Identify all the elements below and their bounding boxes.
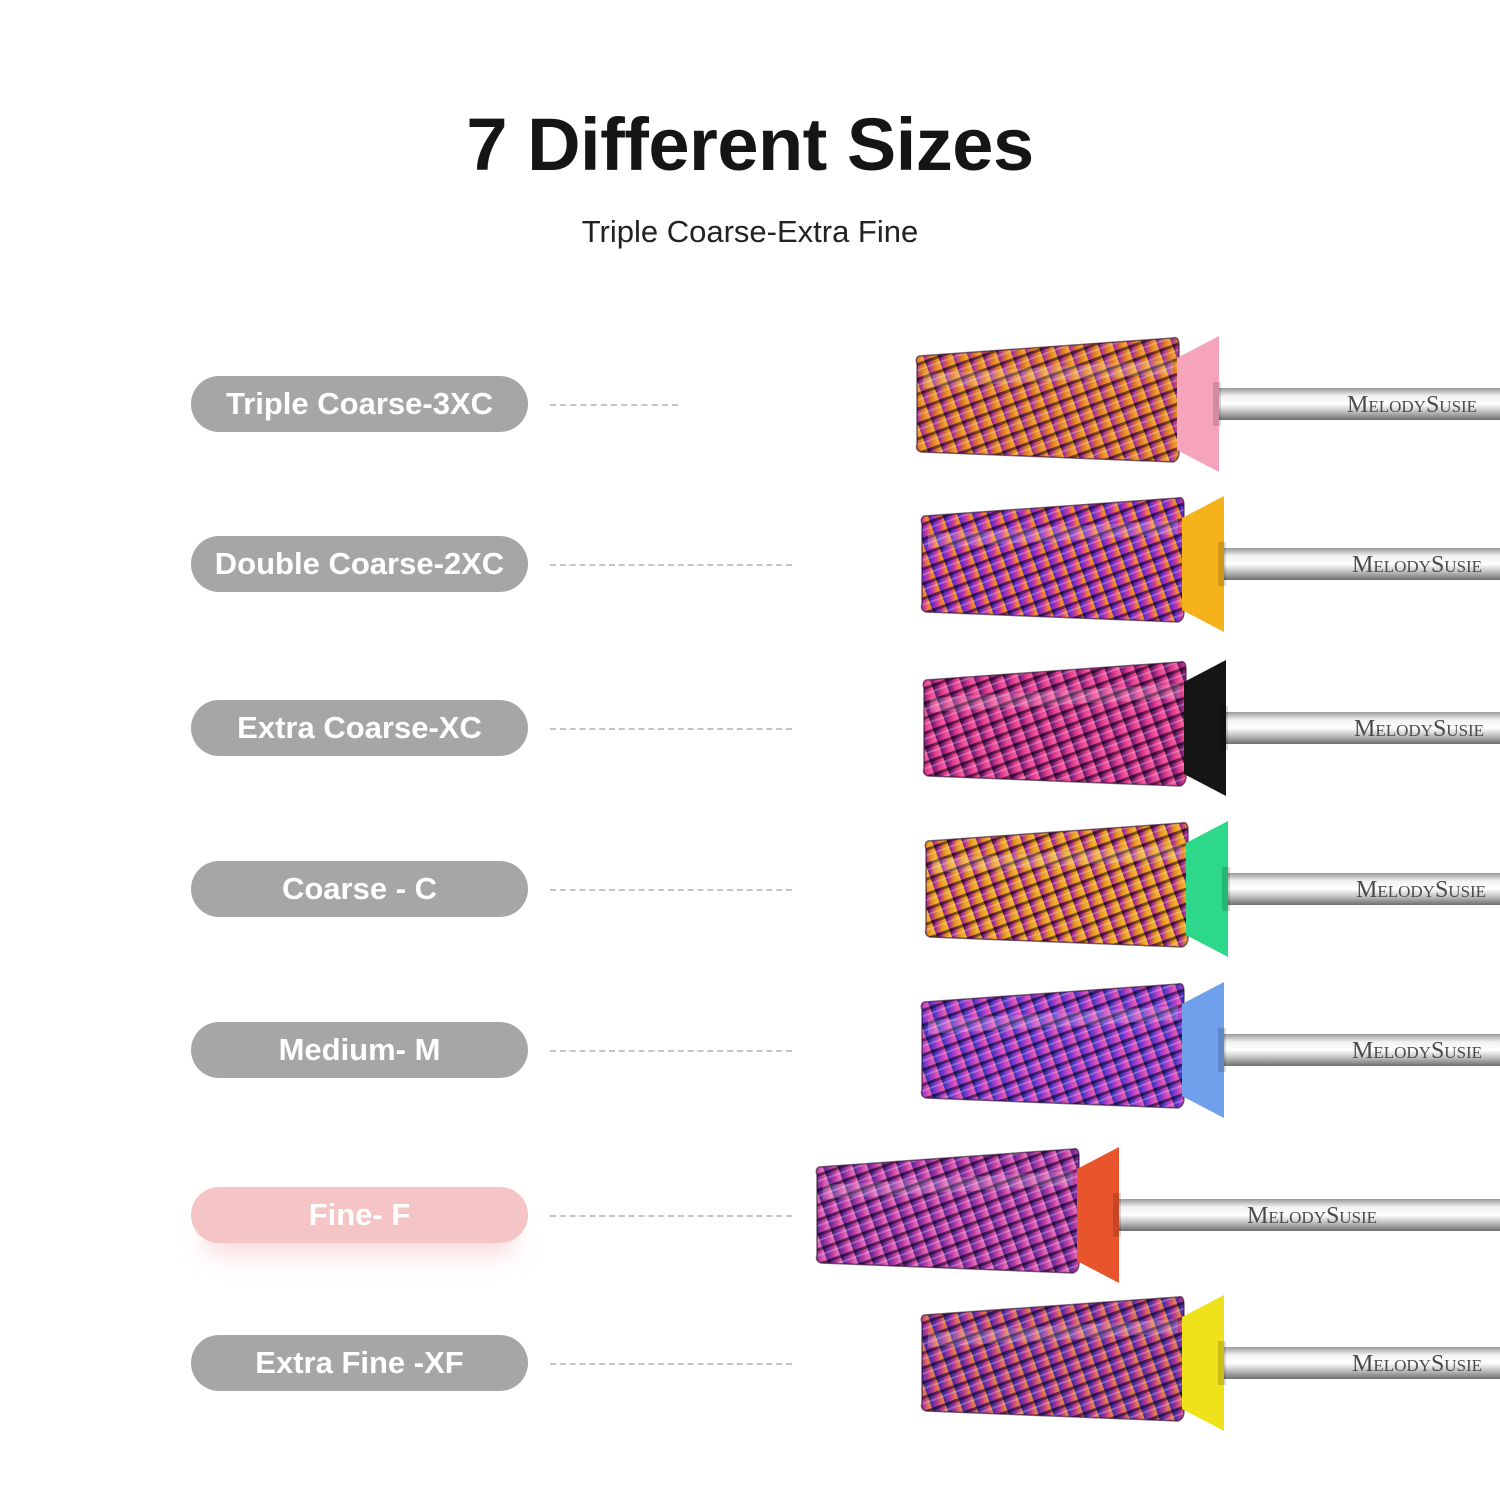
drill-bit-image: MelodySusie [920,496,1500,632]
page-title: 7 Different Sizes [466,103,1034,186]
color-cap [1182,1295,1224,1431]
drill-bit-image: MelodySusie [815,1147,1500,1283]
shank [1216,548,1500,580]
drill-bit-image: MelodySusie [924,821,1500,957]
leader-dash-line [550,564,792,566]
leader-dash-line [550,1050,792,1052]
bit-barrel [920,1295,1185,1422]
bit-barrel [920,982,1185,1109]
size-label: Extra Fine -XF [191,1335,528,1391]
shank [1216,1347,1500,1379]
bit-barrel [915,336,1180,463]
drill-bit-image: MelodySusie [915,336,1500,472]
brand-engraving: MelodySusie [1352,1351,1482,1377]
drill-bit-image: MelodySusie [922,660,1500,796]
drill-bit-image: MelodySusie [920,982,1500,1118]
size-label: Medium- M [191,1022,528,1078]
color-cap [1177,336,1219,472]
brand-engraving: MelodySusie [1247,1203,1377,1229]
color-cap [1077,1147,1119,1283]
brand-engraving: MelodySusie [1356,877,1486,903]
brand-engraving: MelodySusie [1352,552,1482,578]
bit-barrel [920,496,1185,623]
color-cap [1182,982,1224,1118]
drill-bit-image: MelodySusie [920,1295,1500,1431]
bit-barrel [922,660,1187,787]
brand-engraving: MelodySusie [1347,392,1477,418]
shank [1211,388,1500,420]
size-label: Coarse - C [191,861,528,917]
shank [1216,1034,1500,1066]
leader-dash-line [550,728,792,730]
bit-barrel [815,1147,1080,1274]
size-label: Double Coarse-2XC [191,536,528,592]
leader-dash-line [550,1363,792,1365]
size-label: Extra Coarse-XC [191,700,528,756]
shank [1218,712,1500,744]
color-cap [1182,496,1224,632]
leader-dash-line [550,404,678,406]
leader-dash-line [550,889,792,891]
bit-barrel [924,821,1189,948]
shank [1220,873,1500,905]
color-cap [1186,821,1228,957]
shank [1111,1199,1500,1231]
page-subtitle: Triple Coarse-Extra Fine [581,214,919,249]
size-label: Fine- F [191,1187,528,1243]
brand-engraving: MelodySusie [1354,716,1484,742]
size-label: Triple Coarse-3XC [191,376,528,432]
brand-engraving: MelodySusie [1352,1038,1482,1064]
leader-dash-line [550,1215,792,1217]
color-cap [1184,660,1226,796]
